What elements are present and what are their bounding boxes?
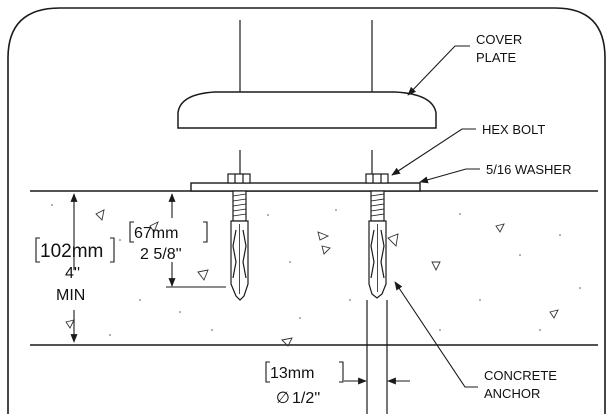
depth-dimension	[35, 193, 115, 343]
cover-plate-shape	[177, 91, 437, 129]
diameter-symbol: ∅	[276, 390, 290, 407]
depth-metric: 102mm	[40, 241, 103, 262]
hex-bolt-label: HEX BOLT	[482, 122, 545, 137]
concrete-anchor-leader	[394, 281, 478, 388]
detail-frame	[7, 7, 606, 414]
concrete-aggregate	[65, 209, 559, 347]
anchor-right	[365, 173, 389, 299]
concrete-anchor-label-line1: CONCRETE	[484, 368, 557, 383]
cover-plate-label-line1: COVER	[476, 32, 522, 47]
diameter-dimension	[265, 361, 410, 385]
washer-leader	[419, 168, 480, 184]
depth-qualifier: MIN	[56, 287, 85, 304]
embed-dimension	[129, 193, 226, 288]
concrete-anchor-label-line2: ANCHOR	[484, 386, 540, 401]
hex-bolt-leader	[391, 128, 476, 176]
diameter-imperial: 1/2''	[292, 390, 320, 407]
embed-imperial: 2 5/8''	[140, 246, 182, 263]
cover-plate-label-line2: PLATE	[476, 50, 517, 65]
base-plate	[190, 182, 421, 192]
cover-plate-leader	[407, 45, 470, 96]
callout-leaders	[391, 45, 480, 388]
washer-label: 5/16 WASHER	[486, 162, 572, 177]
concrete-dots	[51, 204, 581, 336]
embed-metric: 67mm	[134, 225, 178, 242]
depth-imperial: 4''	[65, 265, 80, 282]
diameter-metric: 13mm	[270, 365, 314, 382]
anchor-left	[227, 173, 251, 301]
